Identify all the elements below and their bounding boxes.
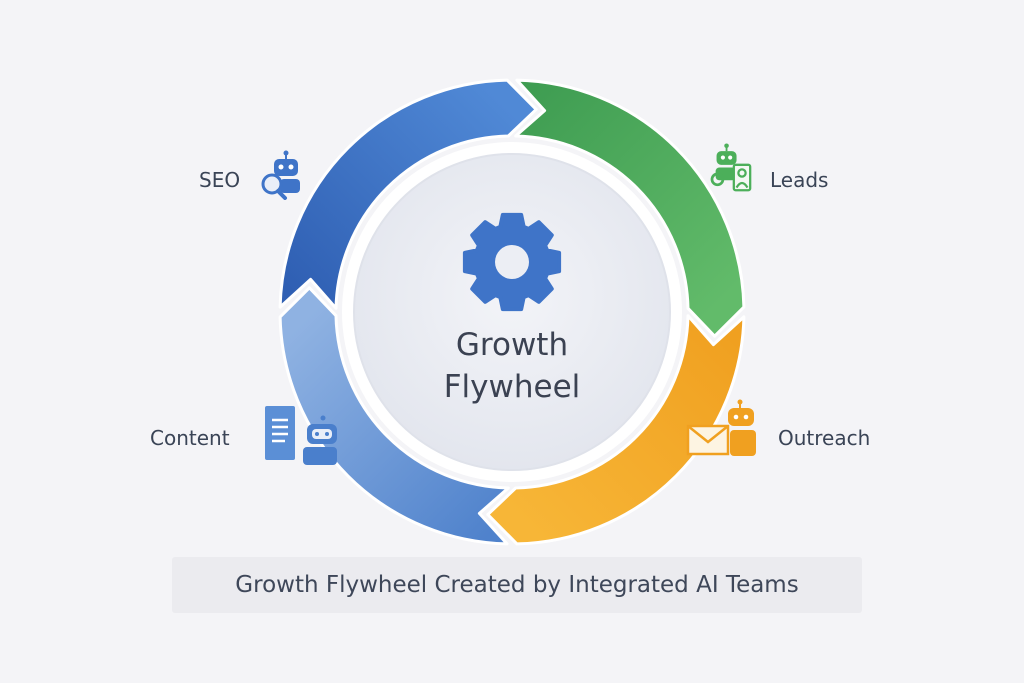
label-outreach: Outreach [778,426,871,450]
segment-leads [514,78,746,338]
center-title-line1: Growth [455,327,569,363]
hub-circle [353,153,671,471]
segment-seo [278,78,538,310]
robot-document-icon [265,406,337,465]
label-leads: Leads [770,168,829,192]
label-content: Content [150,426,230,450]
center-title: Growth Flywheel [362,324,662,408]
segment-content [278,286,510,546]
caption-text: Growth Flywheel Created by Integrated AI… [235,572,799,598]
robot-person-icon [710,143,752,192]
label-seo: SEO [199,168,241,192]
gear-icon [462,212,562,312]
center-title-line2: Flywheel [443,369,581,405]
robot-magnifier-icon [261,150,300,200]
robot-envelope-icon [686,399,756,456]
caption: Growth Flywheel Created by Integrated AI… [172,557,862,613]
